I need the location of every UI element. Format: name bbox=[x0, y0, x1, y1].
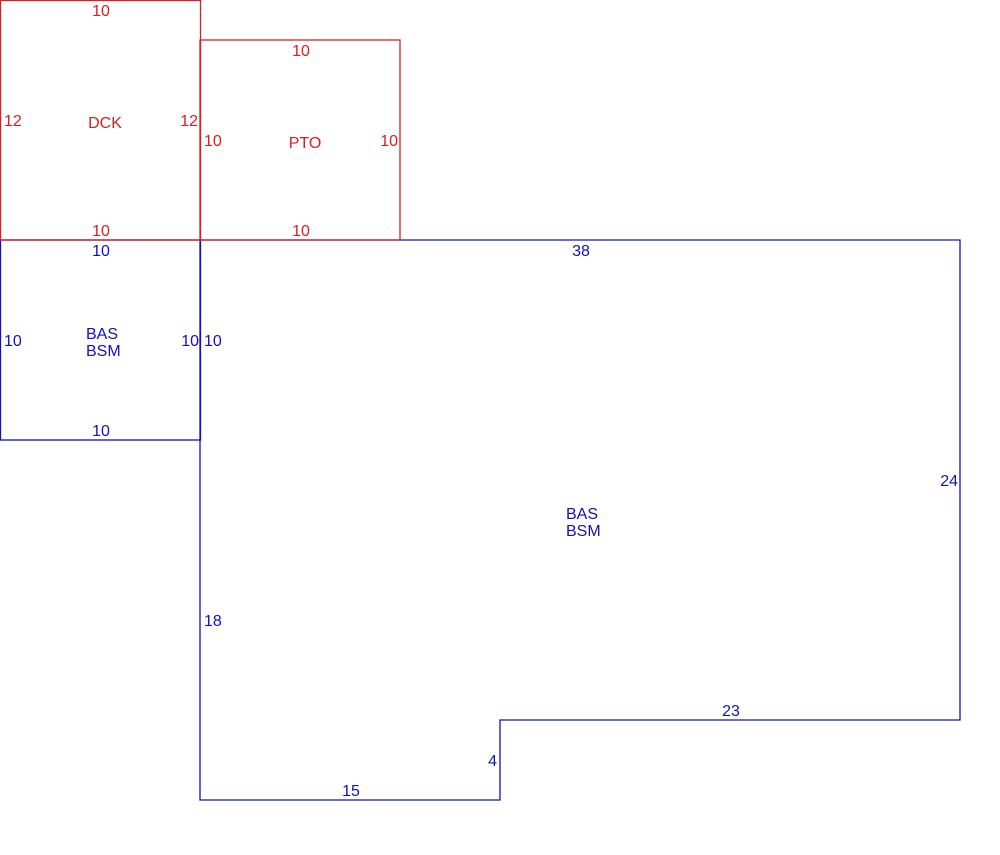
deck-bottom-dim: 10 bbox=[92, 223, 110, 240]
main-section-right-dim: 24 bbox=[940, 473, 958, 490]
main-section-top-dim: 38 bbox=[572, 243, 590, 260]
exterior-area-outlines bbox=[0, 0, 401, 241]
patio-labels: 10 10 PTO 10 10 bbox=[204, 43, 398, 240]
living-area-outlines bbox=[0, 239, 961, 801]
main-section-label-line2: BSM bbox=[566, 523, 601, 540]
small-section-right-dim: 10 bbox=[181, 333, 199, 350]
main-section-outline bbox=[199, 239, 961, 801]
main-section-left-upper-dim: 10 bbox=[204, 333, 222, 350]
deck-label: DCK bbox=[88, 115, 122, 132]
patio-top-dim: 10 bbox=[292, 43, 310, 60]
small-section-bottom-dim: 10 bbox=[92, 423, 110, 440]
patio-label: PTO bbox=[289, 135, 322, 152]
main-section-labels: 38 10 BAS BSM 24 18 23 4 15 bbox=[204, 243, 958, 800]
small-section-left-dim: 10 bbox=[4, 333, 22, 350]
small-section-label-line1: BAS bbox=[86, 326, 118, 343]
small-section-label-line2: BSM bbox=[86, 343, 121, 360]
patio-bottom-dim: 10 bbox=[292, 223, 310, 240]
main-section-bottom-dim: 15 bbox=[342, 783, 360, 800]
patio-outline bbox=[199, 39, 401, 241]
deck-labels: 10 12 DCK 12 10 bbox=[4, 3, 198, 240]
patio-left-dim: 10 bbox=[204, 133, 222, 150]
main-section-lower-right-dim: 23 bbox=[722, 703, 740, 720]
main-section-left-lower-dim: 18 bbox=[204, 613, 222, 630]
small-section-top-dim: 10 bbox=[92, 243, 110, 260]
main-section-notch-dim: 4 bbox=[488, 753, 497, 770]
main-section-label-line1: BAS bbox=[566, 506, 598, 523]
patio-right-dim: 10 bbox=[380, 133, 398, 150]
deck-top-dim: 10 bbox=[92, 3, 110, 20]
deck-left-dim: 12 bbox=[4, 113, 22, 130]
deck-right-dim: 12 bbox=[180, 113, 198, 130]
small-section-labels: 10 10 BAS BSM 10 10 bbox=[4, 243, 199, 440]
